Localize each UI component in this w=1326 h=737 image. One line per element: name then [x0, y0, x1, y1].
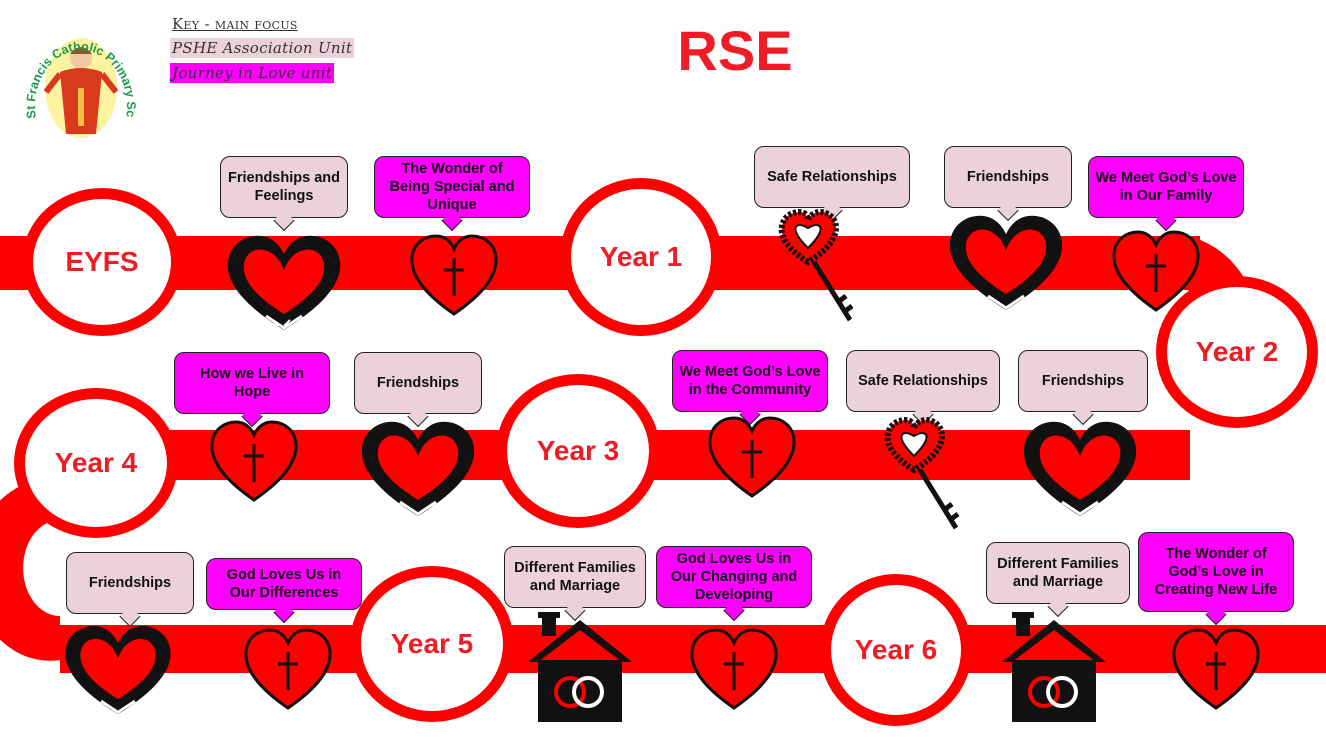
key-journey: Journey in Love unit [170, 63, 335, 83]
stage-year3: Year 3 [496, 374, 660, 528]
unit-y3-community: We Meet God’s Love in the Community [672, 350, 828, 412]
key-heading: Key - main focus [172, 15, 298, 33]
unit-y5-changing: God Loves Us in Our Changing and Develop… [656, 546, 812, 608]
heart-with-cross-icon [708, 416, 796, 498]
unit-y5-differences: God Loves Us in Our Differences [206, 558, 362, 610]
page-title: RSE [677, 19, 793, 82]
unit-y3-friendships: Friendships [1018, 350, 1148, 412]
stage-year2: Year 2 [1156, 276, 1318, 428]
key-pshe: PSHE Association Unit [170, 38, 355, 58]
heart-holding-hands-icon [65, 625, 171, 715]
stage-year5: Year 5 [350, 566, 514, 722]
unit-y6-families: Different Families and Marriage [986, 542, 1130, 604]
heart-key-icon [884, 416, 960, 530]
heart-with-cross-icon [244, 628, 332, 710]
heart-holding-hands-icon [361, 421, 475, 516]
heart-with-cross-icon [690, 628, 778, 710]
heart-with-cross-icon [1172, 628, 1260, 710]
heart-holding-hands-icon [227, 235, 341, 330]
stage-year4: Year 4 [14, 388, 178, 538]
unit-y3-safe: Safe Relationships [846, 350, 1000, 412]
heart-holding-hands-icon [1023, 421, 1137, 516]
unit-y1-family: We Meet God’s Love in Our Family [1088, 156, 1244, 218]
unit-eyfs-friendships: Friendships and Feelings [220, 156, 348, 218]
heart-with-cross-icon [210, 420, 298, 502]
unit-y5-friendships: Friendships [66, 552, 194, 614]
school-logo: St Francis Catholic Primary School [18, 7, 140, 143]
unit-y1-safe: Safe Relationships [754, 146, 910, 208]
unit-y5-families: Different Families and Marriage [504, 546, 646, 608]
heart-with-cross-icon [410, 234, 498, 316]
unit-y4-friendships: Friendships [354, 352, 482, 414]
stage-year1: Year 1 [560, 178, 722, 336]
unit-y6-wonder: The Wonder of God’s Love in Creating New… [1138, 532, 1294, 612]
heart-key-icon [778, 208, 854, 322]
unit-eyfs-wonder: The Wonder of Being Special and Unique [374, 156, 530, 218]
house-with-rings-icon [528, 612, 632, 722]
heart-holding-hands-icon [949, 215, 1063, 310]
unit-y1-friendships: Friendships [944, 146, 1072, 208]
stage-eyfs: EYFS [22, 188, 182, 336]
unit-y4-hope: How we Live in Hope [174, 352, 330, 414]
house-with-rings-icon [1002, 612, 1106, 722]
heart-with-cross-icon [1112, 230, 1200, 312]
stage-year6: Year 6 [820, 574, 972, 726]
